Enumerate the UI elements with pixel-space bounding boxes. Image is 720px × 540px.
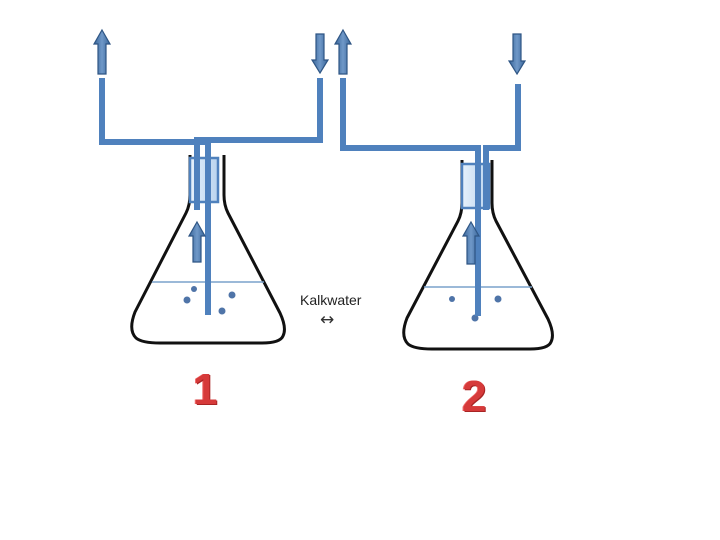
flask-1-inlet-tube [99, 78, 211, 315]
bubble-icon [191, 286, 197, 292]
flask-2-body [402, 160, 554, 351]
flask-2-outlet-tube [483, 84, 521, 210]
limewater-label: Kalkwater [300, 292, 362, 308]
bubble-icon [228, 291, 236, 299]
bubble-icon [183, 296, 191, 304]
bubble-icon [218, 307, 226, 315]
arrow-up-icon [333, 28, 353, 75]
flask-2-number: 2 [462, 372, 487, 421]
flask-2-tubing [340, 78, 521, 316]
arrow-up-icon [92, 28, 112, 75]
arrow-down-icon [310, 33, 330, 75]
arrow-down-icon [507, 33, 527, 76]
bubble-icon [494, 295, 502, 303]
flask-1-number: 1 [193, 365, 218, 414]
flask-1-body [130, 155, 286, 345]
flask-2-inlet-tube [340, 78, 481, 316]
bubble-icon [471, 314, 479, 322]
flask-1-outlet-tube [194, 78, 323, 210]
arrow-up-icon [187, 220, 207, 263]
bubble-icon [449, 296, 455, 302]
exchange-arrow-icon: ↔ [320, 310, 335, 330]
arrow-up-icon [461, 220, 481, 265]
flask-1-tubing [99, 78, 323, 315]
